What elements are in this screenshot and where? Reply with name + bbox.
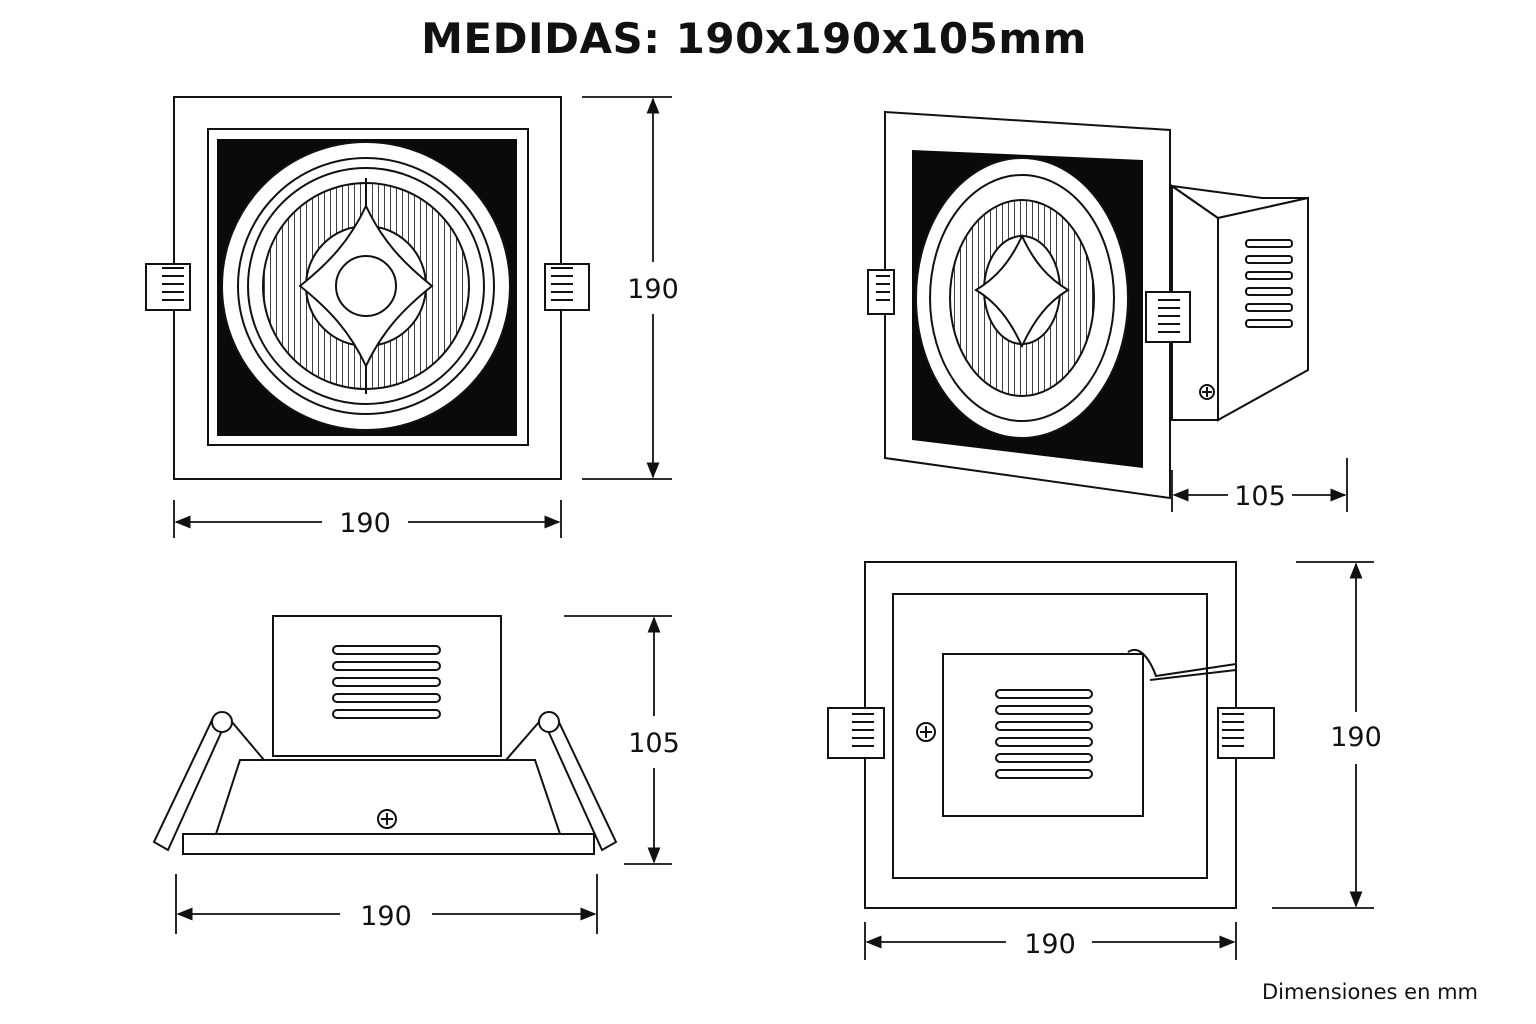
front-height-label: 190 — [627, 274, 679, 305]
units-footnote: Dimensiones en mm — [1262, 980, 1478, 1004]
screw-icon — [1199, 384, 1215, 400]
front-height-dimension — [582, 96, 672, 480]
back-width-dimension — [864, 922, 1237, 960]
side-height-dimension — [564, 615, 672, 865]
spring-clip-icon — [145, 263, 191, 311]
back-view — [827, 561, 1275, 909]
side-width-dimension — [175, 874, 598, 934]
page-title: MEDIDAS: 190x190x105mm — [421, 14, 1087, 63]
side-width-label: 190 — [360, 901, 412, 932]
spring-clip-icon — [827, 707, 885, 759]
spring-clip-icon — [867, 269, 895, 315]
side-view — [152, 615, 618, 855]
back-height-label: 190 — [1330, 722, 1382, 753]
back-height-dimension — [1272, 561, 1374, 909]
vent-slots-icon — [995, 689, 1093, 779]
spring-clip-icon — [1217, 707, 1275, 759]
vent-slots-icon — [332, 645, 441, 719]
perspective-depth-label: 105 — [1234, 481, 1286, 512]
side-height-label: 105 — [628, 728, 680, 759]
spring-clip-icon — [1145, 291, 1191, 343]
perspective-depth-dimension — [1171, 458, 1348, 512]
front-width-dimension — [173, 500, 562, 538]
spring-clip-icon — [544, 263, 590, 311]
front-width-label: 190 — [339, 508, 391, 539]
front-view — [145, 96, 590, 480]
perspective-view — [867, 110, 1309, 500]
back-width-label: 190 — [1024, 929, 1076, 960]
vent-slots-icon — [1245, 239, 1293, 328]
screw-icon — [377, 809, 397, 829]
screw-icon — [916, 722, 936, 742]
